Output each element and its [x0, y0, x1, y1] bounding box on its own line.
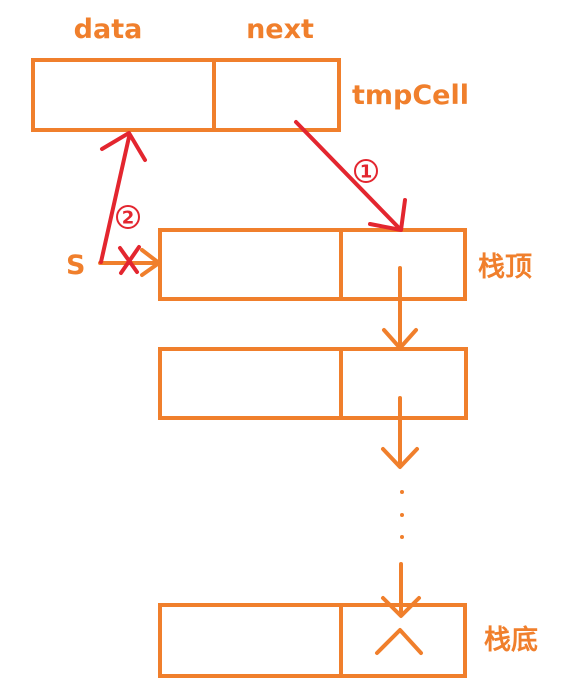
- stack-bottom-node: [158, 603, 467, 678]
- tmpcell-data-field: [31, 58, 216, 132]
- svg-text:2: 2: [122, 208, 135, 229]
- stack-bottom-label: 栈底: [484, 624, 538, 656]
- stack-second-node: [158, 347, 468, 420]
- next-pointer-top-to-second: [382, 266, 418, 350]
- tmpcell-label: tmpCell: [352, 80, 469, 111]
- next-pointer-second-to-ellipsis: [381, 396, 419, 469]
- stack-top-next-field: [339, 228, 467, 301]
- stack-top-data-field: [158, 228, 343, 301]
- step1-marker: 1: [354, 159, 378, 183]
- null-marker: [375, 628, 423, 655]
- bottom-data-field: [158, 603, 343, 678]
- data-field-label: data: [74, 14, 143, 45]
- next-pointer-to-bottom: [381, 562, 421, 618]
- next-field-label: next: [246, 14, 314, 45]
- tmpcell-next-field: [212, 58, 341, 132]
- step2-arrow: [99, 131, 147, 264]
- tmpcell-node: [31, 58, 341, 132]
- cross-out-mark: [118, 245, 141, 275]
- second-next-field: [339, 347, 468, 420]
- step2-marker: 2: [116, 205, 140, 229]
- stack-top-node: [158, 228, 467, 301]
- pointer-s-label: S: [66, 250, 85, 281]
- ellipsis-dots: [400, 490, 404, 539]
- stack-top-label: 栈顶: [478, 252, 532, 283]
- step1-arrow: [294, 120, 407, 232]
- svg-text:1: 1: [360, 162, 373, 183]
- second-data-field: [158, 347, 343, 420]
